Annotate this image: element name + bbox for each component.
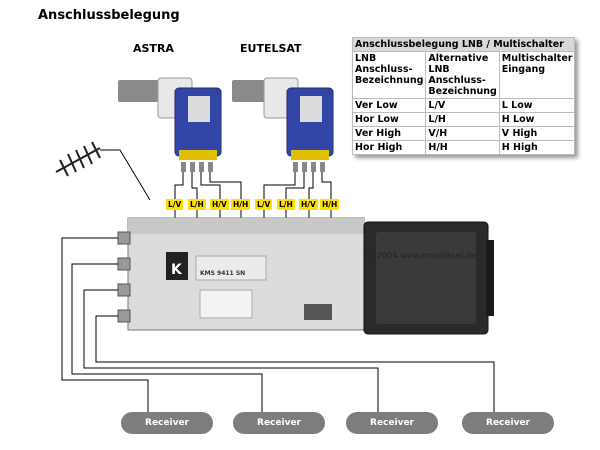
table-cell: H/H bbox=[425, 140, 500, 155]
antenna-icon bbox=[55, 141, 101, 177]
multiswitch-icon bbox=[117, 217, 494, 335]
page-title: Anschlussbelegung bbox=[38, 8, 180, 23]
table-cell: L/V bbox=[425, 98, 500, 113]
receiver-cables bbox=[61, 237, 495, 412]
switch-model-label: KMS 9411 SN bbox=[200, 270, 246, 277]
receiver-1: Receiver bbox=[121, 412, 213, 434]
lnb-astra-icon bbox=[118, 77, 222, 172]
table-header-cell: LNB Anschluss-Bezeichnung bbox=[351, 51, 427, 99]
port-label: L/V bbox=[166, 199, 184, 210]
lnb-eutelsat-icon bbox=[232, 77, 334, 172]
copyright-note: (c) 2004 www.xmediasat.de bbox=[364, 251, 476, 260]
port-label: H/V bbox=[210, 199, 229, 210]
port-label: H/H bbox=[320, 199, 340, 210]
table-cell: Hor High bbox=[351, 140, 427, 155]
table-cell: V High bbox=[498, 126, 576, 141]
mapping-table: Anschlussbelegung LNB / Multischalter LN… bbox=[351, 37, 576, 155]
table-row: Hor Low L/H H Low bbox=[351, 112, 576, 127]
table-header-cell: Alternative LNB Anschluss-Bezeichnung bbox=[425, 51, 500, 99]
table-row: Hor High H/H H High bbox=[351, 140, 576, 155]
table-caption: Anschlussbelegung LNB / Multischalter bbox=[351, 37, 576, 52]
table-cell: Ver Low bbox=[351, 98, 427, 113]
port-label: L/H bbox=[188, 199, 206, 210]
table-row: Ver Low L/V L Low bbox=[351, 98, 576, 113]
table-cell: L Low bbox=[498, 98, 576, 113]
receiver-3: Receiver bbox=[346, 412, 438, 434]
table-cell: H Low bbox=[498, 112, 576, 127]
port-label: L/V bbox=[255, 199, 273, 210]
table-row: Ver High V/H V High bbox=[351, 126, 576, 141]
table-cell: V/H bbox=[425, 126, 500, 141]
table-header-row: LNB Anschluss-Bezeichnung Alternative LN… bbox=[351, 51, 576, 99]
port-label: H/H bbox=[231, 199, 251, 210]
lnb-cables bbox=[174, 172, 332, 222]
port-label: L/H bbox=[277, 199, 295, 210]
eutelsat-label: EUTELSAT bbox=[240, 42, 302, 55]
port-label: H/V bbox=[299, 199, 318, 210]
table-header-cell: Multischalter Eingang bbox=[498, 51, 576, 99]
table-cell: L/H bbox=[425, 112, 500, 127]
astra-label: ASTRA bbox=[133, 42, 174, 55]
antenna-cable bbox=[100, 149, 151, 201]
brand-logo: K bbox=[171, 262, 182, 278]
table-cell: H High bbox=[498, 140, 576, 155]
receiver-4: Receiver bbox=[462, 412, 554, 434]
table-cell: Ver High bbox=[351, 126, 427, 141]
receiver-2: Receiver bbox=[233, 412, 325, 434]
table-cell: Hor Low bbox=[351, 112, 427, 127]
